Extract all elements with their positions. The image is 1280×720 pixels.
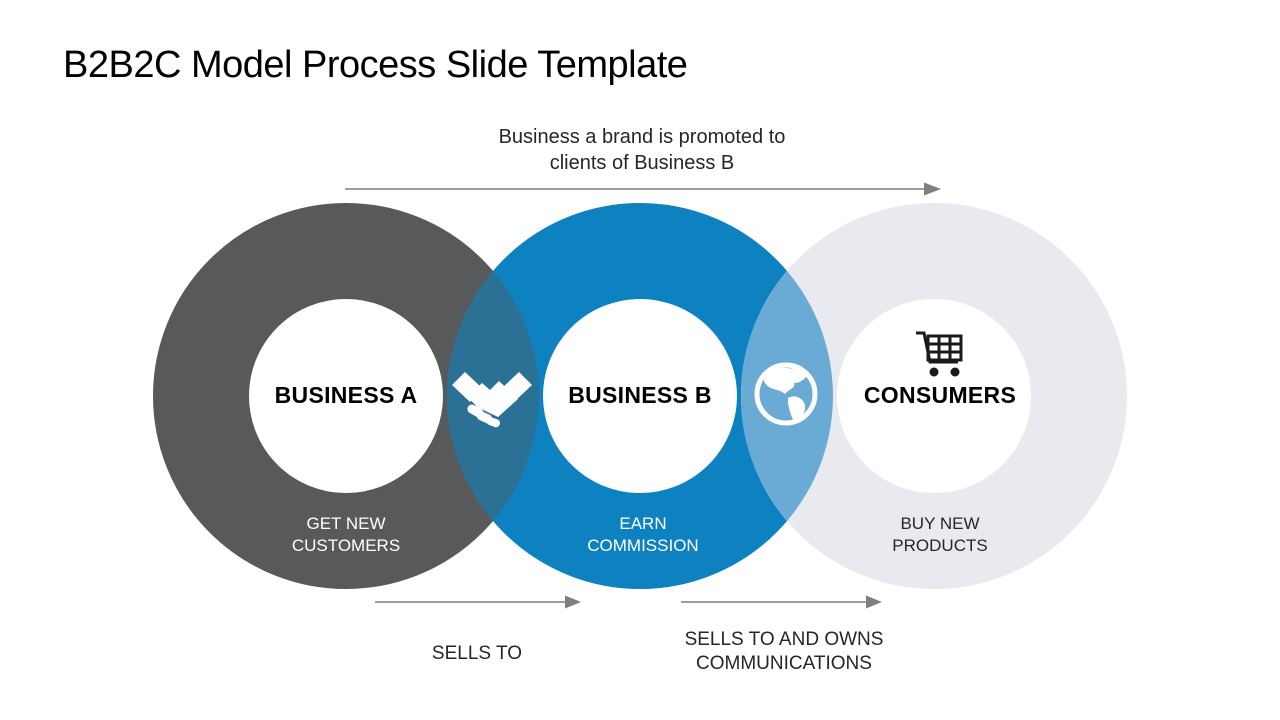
consumers-sublabel: BUY NEW PRODUCTS: [892, 514, 988, 555]
globe-south-america: [788, 396, 806, 423]
cart-wheel-right: [950, 367, 960, 377]
globe-outline: [754, 362, 818, 426]
cart-wheel-left: [929, 367, 939, 377]
sells-to-arrow: [375, 595, 581, 609]
sells-owns-arrow: [681, 595, 882, 609]
consumers-label: CONSUMERS: [863, 382, 1017, 408]
sells-owns-caption: SELLS TO AND OWNS COMMUNICATIONS: [684, 629, 884, 674]
business-b-sublabel: EARN COMMISSION: [587, 514, 699, 555]
overlap-business-b-consumers: [741, 271, 833, 521]
business-b-label: BUSINESS B: [568, 382, 712, 408]
handshake-icon: [452, 372, 532, 428]
top-arrow-caption: Business a brand is promoted to clients …: [498, 126, 786, 174]
business-a-label: BUSINESS A: [274, 382, 418, 408]
globe-icon: [754, 362, 818, 426]
shopping-cart-icon: [916, 331, 963, 364]
promotion-arrow: [345, 182, 941, 196]
sells-owns-arrow-head: [866, 595, 882, 609]
business-a-sublabel: GET NEW CUSTOMERS: [291, 514, 401, 555]
sells-to-arrow-head: [565, 595, 581, 609]
globe-north-america: [764, 367, 809, 394]
promotion-arrow-head: [924, 182, 941, 196]
page-title: B2B2C Model Process Slide Template: [63, 44, 688, 86]
sells-to-caption: SELLS TO: [431, 643, 523, 664]
